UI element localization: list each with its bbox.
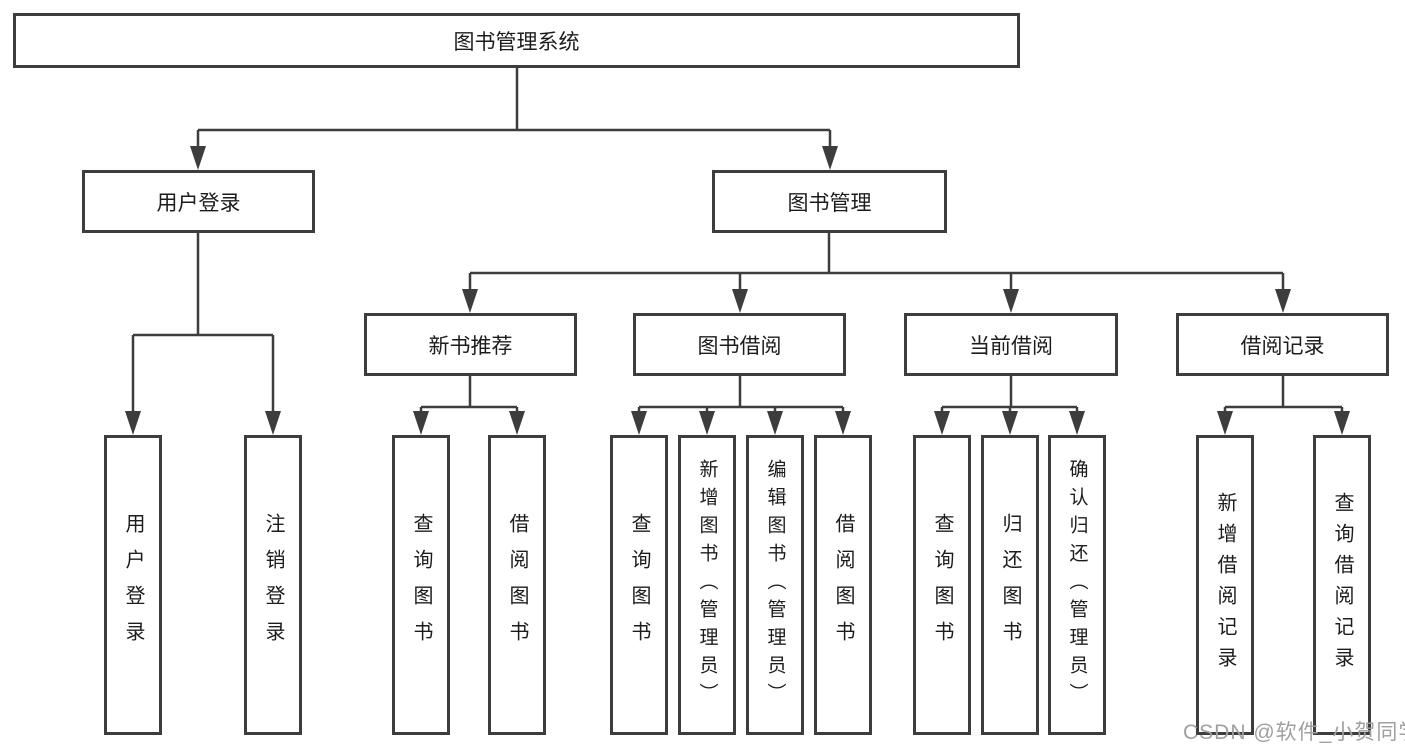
leaf-return-books: 归还图书 [981, 435, 1039, 735]
leaf-logout: 注销登录 [244, 435, 302, 735]
leaf-query-books-current: 查询图书 [913, 435, 971, 735]
node-book-borrowing: 图书借阅 [633, 313, 846, 376]
leaf-borrow-books-recommend: 借阅图书 [488, 435, 546, 735]
leaf-edit-books-admin: 编辑图书（管理员） [746, 435, 804, 735]
leaf-add-borrow-record: 新增借阅记录 [1196, 435, 1254, 735]
leaf-query-books-recommend: 查询图书 [392, 435, 450, 735]
node-borrow-records: 借阅记录 [1176, 313, 1389, 376]
leaf-user-login: 用户登录 [104, 435, 162, 735]
node-current-borrowing: 当前借阅 [904, 313, 1118, 376]
leaf-query-borrow-record: 查询借阅记录 [1313, 435, 1371, 735]
leaf-borrow-books-borrowing: 借阅图书 [814, 435, 872, 735]
leaf-confirm-return-admin: 确认归还（管理员） [1048, 435, 1106, 735]
leaf-query-books-borrowing: 查询图书 [610, 435, 668, 735]
csdn-watermark: CSDN @软件_小贺同学 [1183, 721, 1405, 744]
arrowheads [125, 146, 1350, 435]
node-book-management: 图书管理 [712, 170, 947, 233]
node-new-book-recommendation: 新书推荐 [364, 313, 577, 376]
node-user-login: 用户登录 [82, 170, 315, 233]
node-root-system: 图书管理系统 [13, 13, 1020, 68]
leaf-add-books-admin: 新增图书（管理员） [678, 435, 736, 735]
